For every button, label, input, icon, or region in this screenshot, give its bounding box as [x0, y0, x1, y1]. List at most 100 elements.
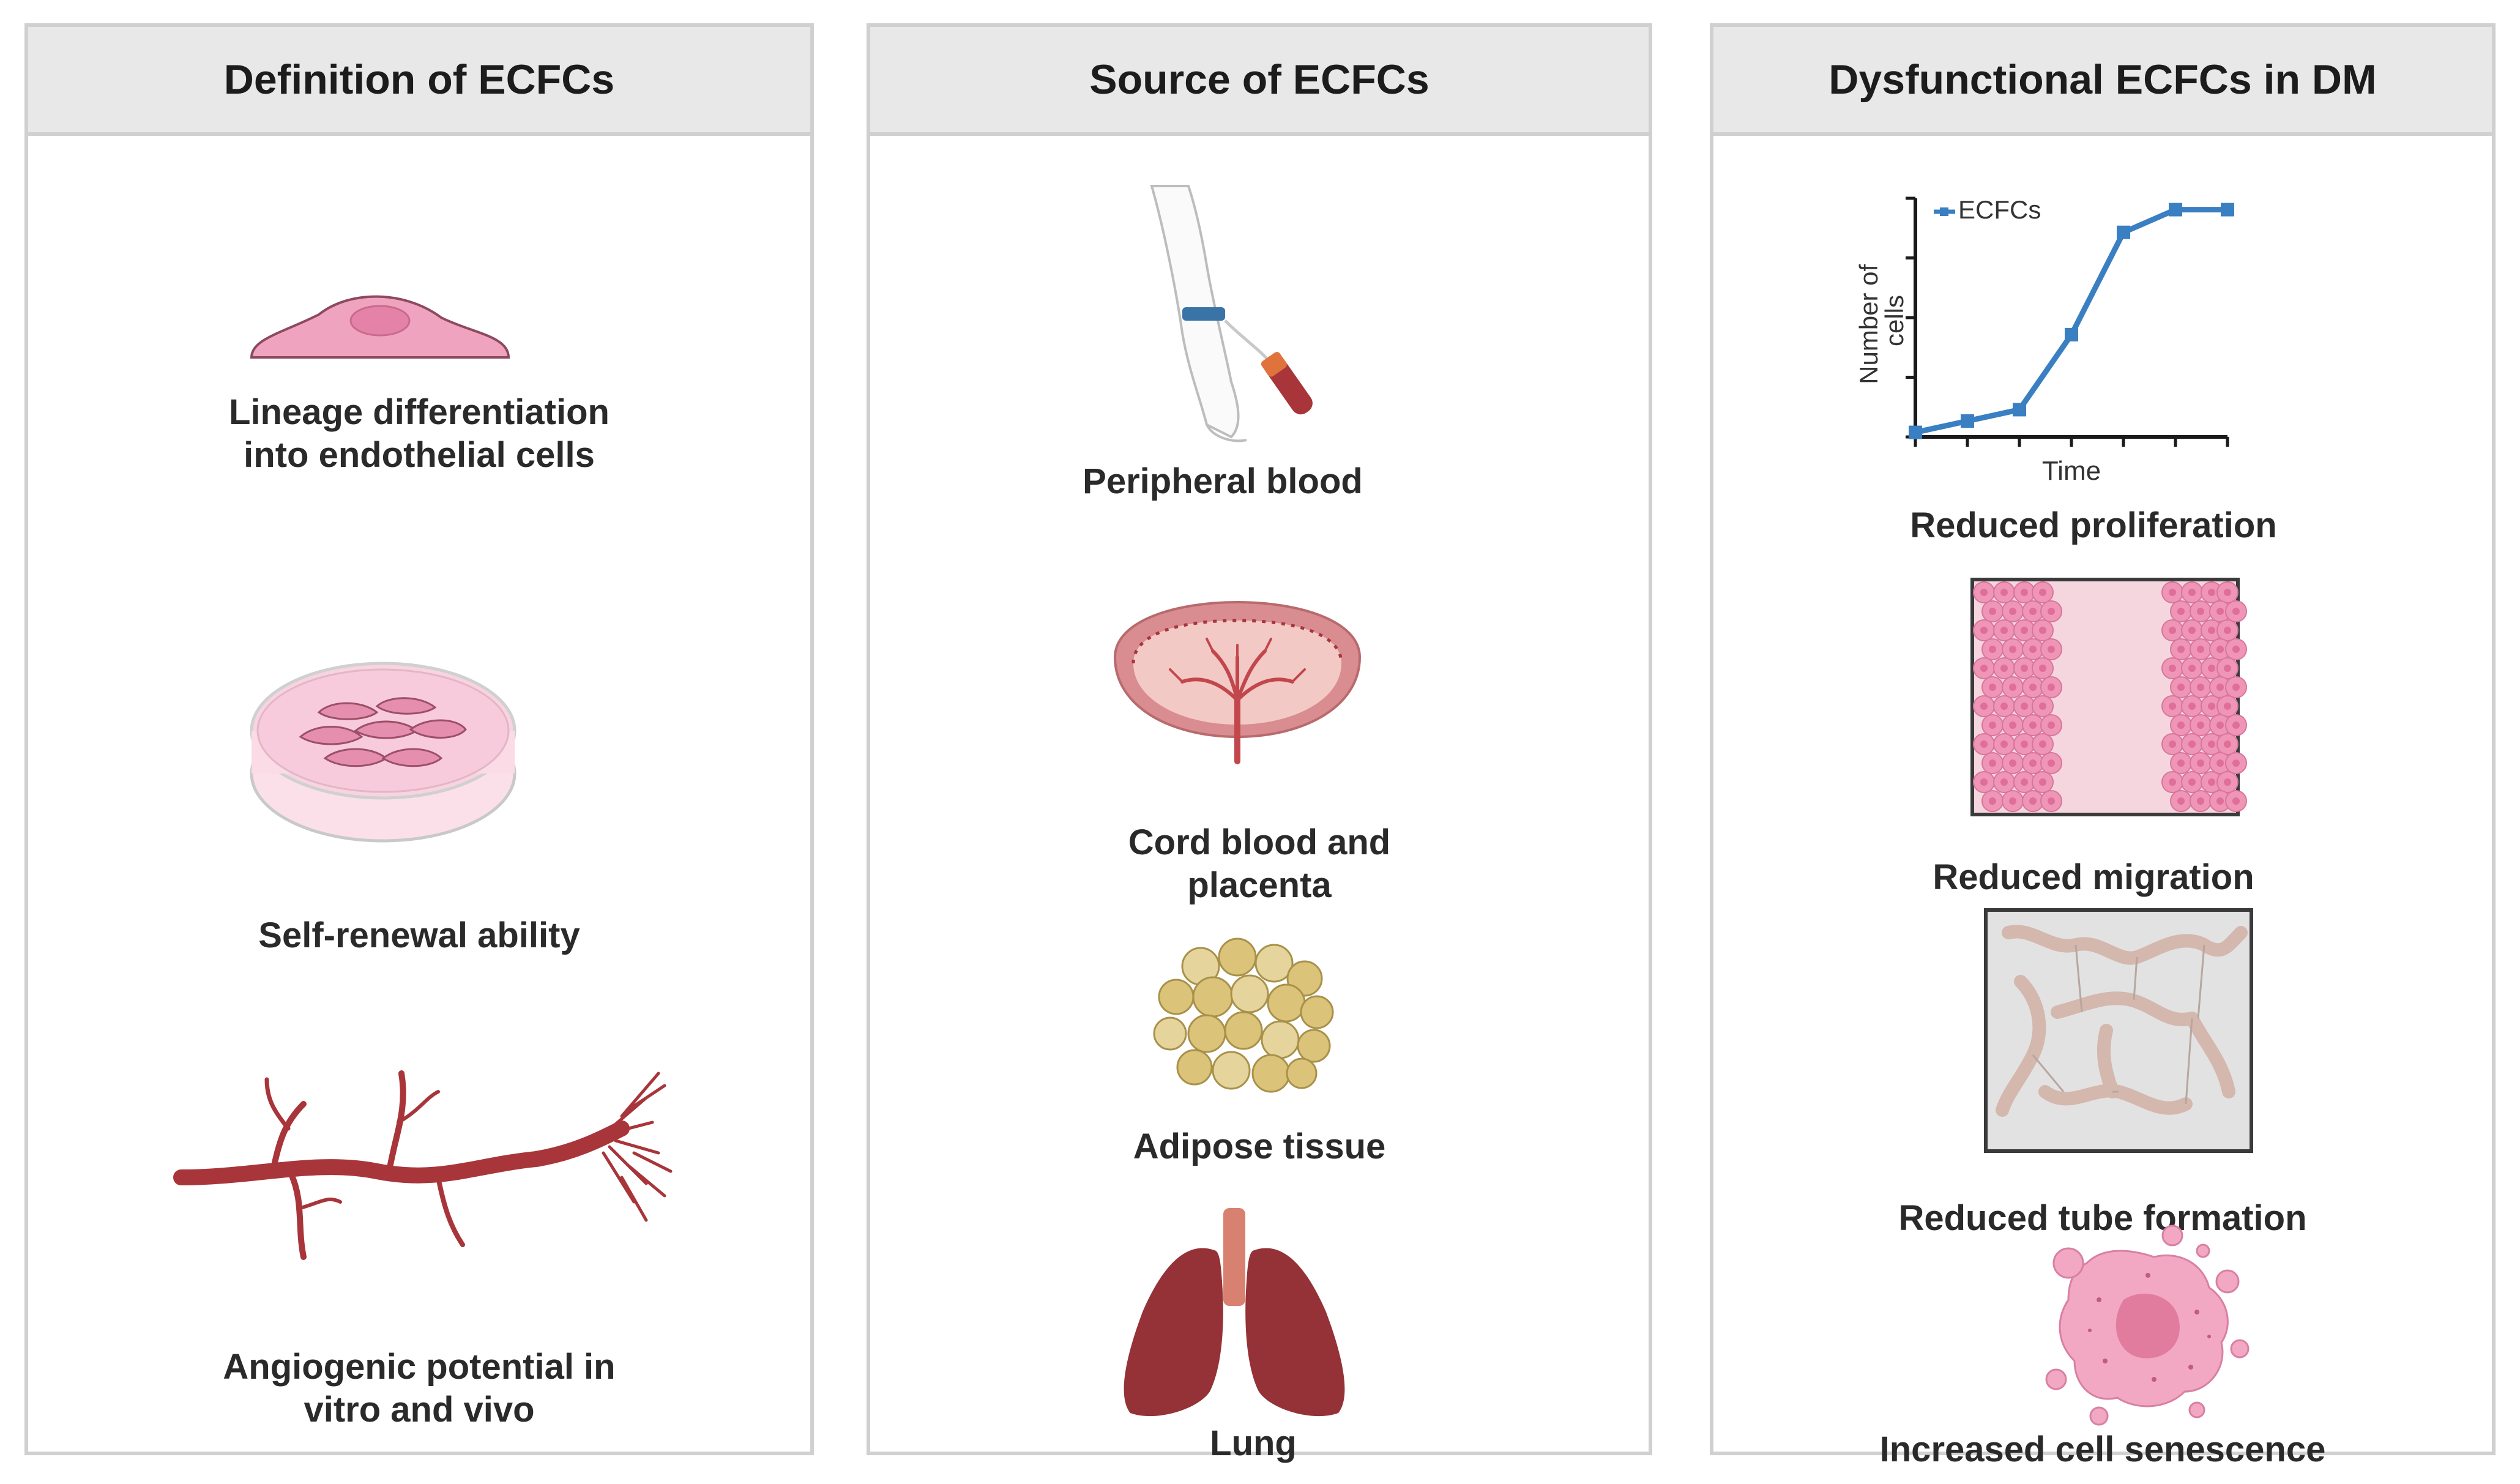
panel-title: Definition of ECFCs: [28, 27, 810, 136]
cell-nucleus: [2224, 778, 2231, 786]
cell-nucleus: [2021, 627, 2028, 634]
item-label: Increased cell senescence: [1879, 1430, 2326, 1469]
item-label: Self-renewal ability: [258, 915, 580, 955]
cell-nucleus: [2021, 589, 2028, 596]
cell-nucleus: [2216, 684, 2224, 691]
item-label: Adipose tissue: [1133, 1127, 1386, 1166]
data-point: [1909, 425, 1922, 439]
panel-source: Source of ECFCs Peripheral blood Cord bl…: [867, 23, 1652, 1463]
cell-nucleus: [1980, 589, 1988, 596]
cell-nucleus: [2232, 797, 2240, 805]
adipose-tissue-icon: [1153, 938, 1334, 1093]
cell-nucleus: [2039, 627, 2046, 634]
cell-nucleus: [1980, 778, 1988, 786]
cell-nucleus: [2197, 721, 2204, 729]
cell-nucleus: [2048, 646, 2055, 653]
data-point: [2169, 203, 2182, 217]
cell-nucleus: [2224, 589, 2231, 596]
cell-nucleus: [2232, 646, 2240, 653]
cell-nucleus: [2197, 646, 2204, 653]
panel-definition: Definition of ECFCs Lineage differentiat…: [24, 23, 814, 1455]
cell-nucleus: [2224, 665, 2231, 672]
cell-nucleus: [2169, 627, 2176, 634]
cell-nucleus: [2000, 703, 2008, 710]
cell-nucleus: [2177, 759, 2185, 767]
item-label: Peripheral blood: [1083, 461, 1363, 501]
cell-nucleus: [2039, 589, 2046, 596]
cell-nucleus: [2232, 759, 2240, 767]
cell-nucleus: [2224, 703, 2231, 710]
cell-nucleus: [2188, 665, 2196, 672]
cell-nucleus: [2000, 589, 2008, 596]
cell-nucleus: [2000, 740, 2008, 748]
cell-nucleus: [1980, 627, 1988, 634]
legend-label: ECFCs: [1958, 195, 2041, 224]
scratch-assay-icon: [1970, 578, 2247, 816]
item-label: Reduced tube formation: [1898, 1198, 2307, 1238]
cell-nucleus: [2021, 740, 2028, 748]
cell-nucleus: [2000, 665, 2008, 672]
cell-nucleus: [2216, 608, 2224, 615]
cell-nucleus: [2177, 646, 2185, 653]
cell-nucleus: [2039, 665, 2046, 672]
data-point: [2221, 203, 2234, 217]
item-label: Reduced migration: [1933, 857, 2254, 897]
cell-nucleus: [2177, 684, 2185, 691]
cell-nucleus: [2048, 608, 2055, 615]
cell-nucleus: [2039, 740, 2046, 748]
cell-nucleus: [2188, 627, 2196, 634]
cell-nucleus: [1989, 608, 1996, 615]
data-point: [2065, 327, 2078, 341]
petri-dish-icon: [250, 662, 516, 843]
cell-nucleus: [2188, 703, 2196, 710]
cell-nucleus: [2009, 759, 2016, 767]
cell-nucleus: [1989, 646, 1996, 653]
item-label: Angiogenic potential in vitro and vivo: [223, 1347, 616, 1430]
cell-nucleus: [2009, 646, 2016, 653]
cell-nucleus: [2177, 608, 2185, 615]
series-line: [1915, 207, 2227, 435]
cell-nucleus: [1989, 797, 1996, 805]
cell-nucleus: [2029, 684, 2037, 691]
cell-nucleus: [2169, 778, 2176, 786]
data-point: [1961, 414, 1974, 428]
cell-nucleus: [2009, 797, 2016, 805]
cell-nucleus: [2216, 759, 2224, 767]
cell-nucleus: [2029, 797, 2037, 805]
cell-nucleus: [1980, 740, 1988, 748]
cell-nucleus: [2039, 778, 2046, 786]
cell-nucleus: [2188, 778, 2196, 786]
cell-nucleus: [2009, 608, 2016, 615]
proliferation-chart: ECFCs Time Number of cells: [1854, 195, 2234, 486]
cell-nucleus: [2177, 721, 2185, 729]
legend: ECFCs: [1934, 195, 2041, 224]
cell-nucleus: [1980, 703, 1988, 710]
cell-nucleus: [2188, 589, 2196, 596]
arm-blood-draw-icon: [1150, 185, 1313, 442]
item-label: Lung: [1210, 1423, 1297, 1463]
cell-nucleus: [2197, 759, 2204, 767]
cell-nucleus: [2009, 684, 2016, 691]
cell-nucleus: [2039, 703, 2046, 710]
cell-nucleus: [2188, 740, 2196, 748]
cell-nucleus: [2048, 721, 2055, 729]
cell-nucleus: [2169, 665, 2176, 672]
y-axis-label-line-1: Number of: [1854, 264, 1883, 384]
lung-icon: [1124, 1208, 1345, 1417]
item-label: Reduced proliferation: [1910, 505, 2277, 545]
panel-title: Dysfunctional ECFCs in DM: [1713, 27, 2492, 136]
cell-nucleus: [2224, 627, 2231, 634]
cell-nucleus: [2224, 740, 2231, 748]
cell-nucleus: [2208, 778, 2215, 786]
senescent-cell-icon: [2045, 1225, 2250, 1426]
cell-nucleus: [2048, 759, 2055, 767]
item-label: Lineage differentiation into endothelial…: [229, 392, 609, 475]
cell-nucleus: [2216, 646, 2224, 653]
cell-nucleus: [2208, 627, 2215, 634]
cell-nucleus: [2197, 608, 2204, 615]
item-label: Cord blood and placenta: [1128, 822, 1391, 905]
cell-nucleus: [2029, 759, 2037, 767]
cell-nucleus: [2232, 684, 2240, 691]
cell-nucleus: [2048, 797, 2055, 805]
cell-nucleus: [2197, 684, 2204, 691]
